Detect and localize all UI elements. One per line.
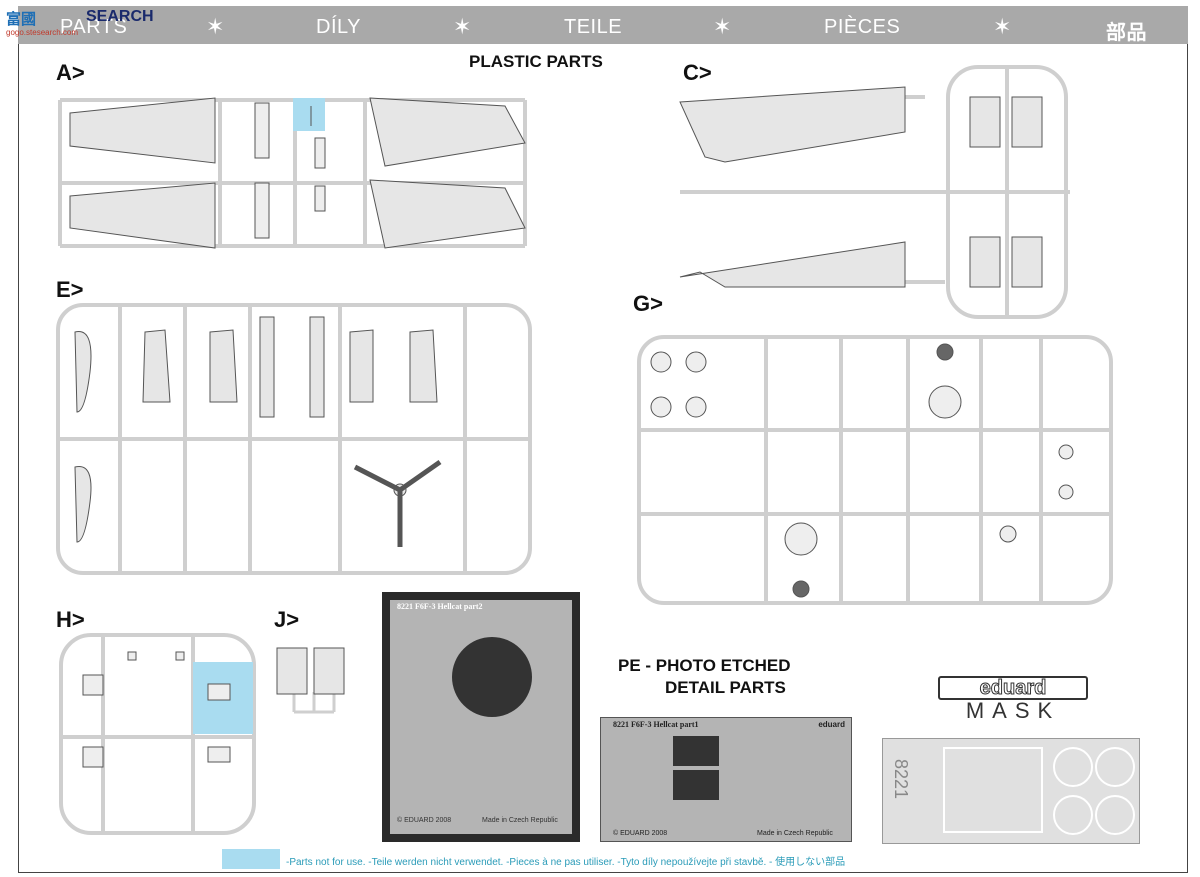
mask-number: 8221 bbox=[891, 759, 911, 800]
header-teile: TEILE bbox=[564, 16, 623, 38]
pe-part1-brand: eduard bbox=[818, 720, 845, 729]
wheel-part bbox=[936, 343, 954, 361]
pe-part1-label: 8221 F6F-3 Hellcat part1 bbox=[613, 720, 699, 729]
canopy-mask bbox=[943, 747, 1043, 833]
header-bar: PARTS ✶ DÍLY ✶ TEILE ✶ PIÈCES ✶ 部品 bbox=[18, 6, 1188, 44]
pe-part2-label: 8221 F6F-3 Hellcat part2 bbox=[397, 602, 483, 611]
sprue-label-h: H> bbox=[56, 607, 85, 632]
header-parts: PARTS bbox=[60, 16, 128, 38]
separator-star-icon: ✶ bbox=[206, 14, 225, 39]
engine-part bbox=[928, 385, 962, 419]
watermark-site: SEARCH bbox=[86, 8, 154, 25]
sprue-c bbox=[679, 65, 1070, 319]
pe-part2-copyright: © EDUARD 2008 bbox=[397, 817, 452, 824]
mask-brand: eduard bbox=[938, 676, 1088, 700]
pe-part2-madein: Made in Czech Republic bbox=[482, 817, 558, 824]
seat-part bbox=[82, 674, 104, 696]
sprue-label-e: E> bbox=[56, 277, 84, 302]
pe-part1-copyright: © EDUARD 2008 bbox=[613, 830, 668, 837]
sprue-e bbox=[56, 303, 532, 575]
legend-text: -Parts not for use. -Teile werden nicht … bbox=[286, 857, 846, 868]
pe-title-line2: DETAIL PARTS bbox=[665, 678, 786, 697]
header-pieces: PIÈCES bbox=[824, 16, 901, 38]
sprue-a bbox=[58, 97, 527, 249]
watermark-domain: gogo.stesearch.com bbox=[6, 28, 79, 37]
eduard-mask-logo: eduard MASK bbox=[938, 676, 1088, 723]
sprue-label-g: G> bbox=[633, 291, 663, 316]
mask-word: MASK bbox=[965, 698, 1061, 723]
pe-fret-metal bbox=[390, 600, 572, 834]
sprue-h bbox=[59, 633, 256, 835]
separator-star-icon: ✶ bbox=[713, 14, 732, 39]
sprue-g bbox=[637, 335, 1113, 605]
tail-part bbox=[74, 331, 92, 413]
sprue-label-c: C> bbox=[683, 60, 712, 85]
wheel-mask bbox=[1095, 795, 1135, 835]
pe-fret-part2: 8221 F6F-3 Hellcat part2 © EDUARD 2008 M… bbox=[382, 592, 580, 842]
instrument-panel-part bbox=[673, 736, 719, 766]
canopy-part bbox=[276, 647, 308, 695]
wheel-mask bbox=[1095, 747, 1135, 787]
separator-star-icon: ✶ bbox=[993, 14, 1012, 39]
pe-part1-madein: Made in Czech Republic bbox=[757, 830, 833, 837]
instrument-panel-part bbox=[673, 770, 719, 800]
rudder-part bbox=[142, 329, 171, 403]
rudder-part bbox=[209, 329, 238, 403]
plastic-parts-title: PLASTIC PARTS bbox=[469, 52, 603, 71]
watermark: 富國 SEARCH gogo.stesearch.com bbox=[2, 2, 162, 38]
wing-part bbox=[69, 97, 526, 249]
engine-face-icon bbox=[452, 637, 532, 717]
pe-fret-part1: 8221 F6F-3 Hellcat part1 eduard © EDUARD… bbox=[600, 717, 852, 842]
sprue-j bbox=[276, 647, 345, 714]
wheel-mask bbox=[1053, 747, 1093, 787]
wheel-mask bbox=[1053, 795, 1093, 835]
canopy-part bbox=[313, 647, 345, 695]
seat-part bbox=[82, 746, 104, 768]
unused-part-highlight bbox=[293, 98, 325, 131]
engine-part bbox=[784, 522, 818, 556]
header-dily: DÍLY bbox=[316, 16, 361, 38]
header-buhin: 部品 bbox=[1106, 22, 1147, 44]
separator-star-icon: ✶ bbox=[453, 14, 472, 39]
legend-swatch bbox=[222, 849, 280, 869]
pe-title-line1: PE - PHOTO ETCHED bbox=[618, 656, 791, 675]
sprue-label-j: J> bbox=[274, 607, 300, 632]
sprue-label-a: A> bbox=[56, 60, 85, 85]
mask-sheet: 8221 bbox=[882, 738, 1140, 844]
fuselage-part bbox=[679, 86, 1043, 288]
watermark-logo: 富國 bbox=[6, 11, 37, 28]
